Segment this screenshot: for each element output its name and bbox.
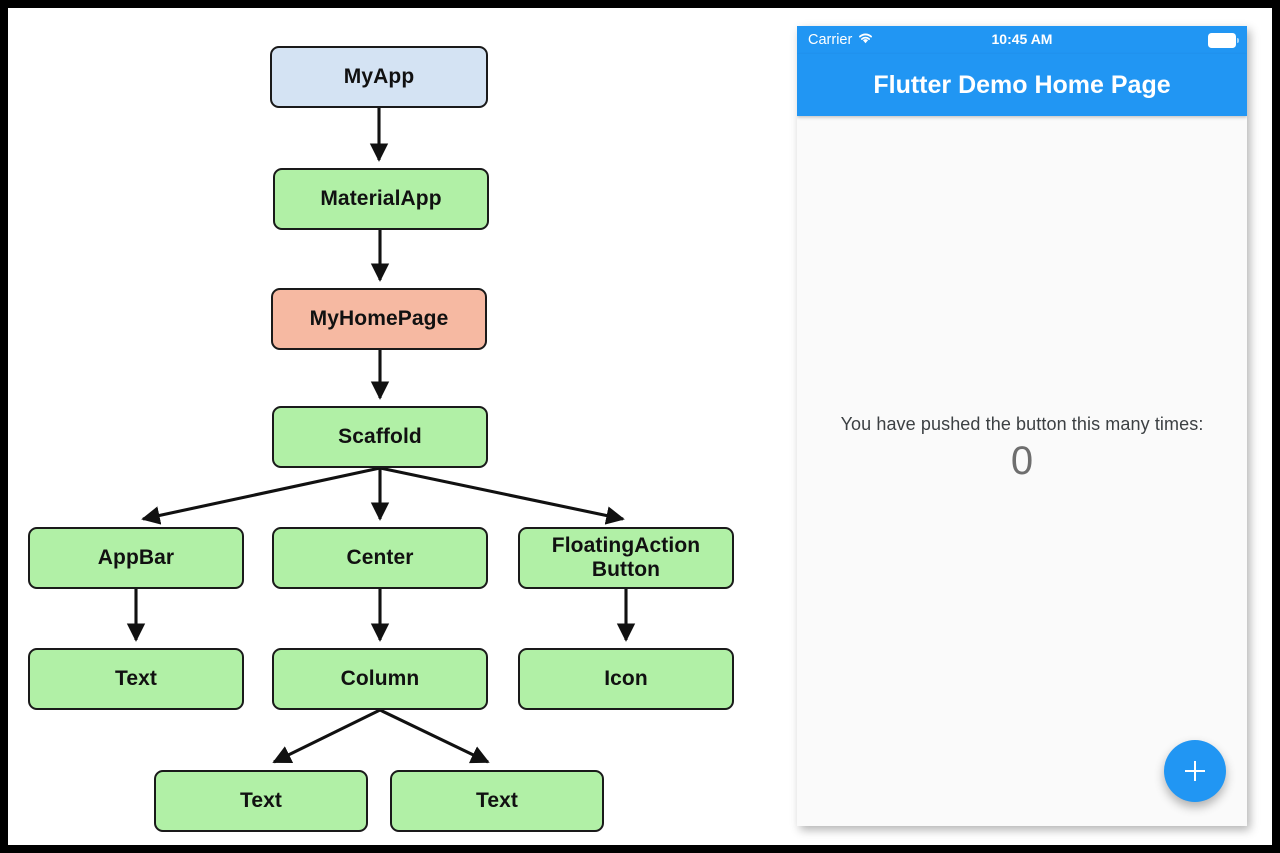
node-myhomepage[interactable]: MyHomePage [271,288,487,350]
page-canvas: MyApp MaterialApp MyHomePage Scaffold Ap… [8,8,1272,845]
battery-full-icon [1208,33,1239,48]
node-floatingactionbutton[interactable]: FloatingAction Button [518,527,734,589]
pushed-label: You have pushed the button this many tim… [840,414,1204,434]
app-bar: Flutter Demo Home Page [797,54,1247,116]
status-bar: Carrier 10:45 AM [797,26,1247,54]
node-materialapp[interactable]: MaterialApp [273,168,489,230]
node-text-left[interactable]: Text [154,770,368,832]
node-column[interactable]: Column [272,648,488,710]
node-scaffold[interactable]: Scaffold [272,406,488,468]
widget-tree-diagram: MyApp MaterialApp MyHomePage Scaffold Ap… [8,8,788,845]
wifi-icon [857,31,874,48]
floating-action-button[interactable] [1164,740,1226,802]
node-center[interactable]: Center [272,527,488,589]
node-appbar[interactable]: AppBar [28,527,244,589]
phone-body: You have pushed the button this many tim… [797,116,1247,826]
node-icon[interactable]: Icon [518,648,734,710]
status-bar-right [1208,33,1239,48]
counter-value: 0 [1010,439,1034,483]
phone-mockup: Carrier 10:45 AM Flutter Demo Home Pag [797,26,1247,826]
counter-block: You have pushed the button this many tim… [797,414,1247,481]
status-bar-time: 10:45 AM [991,31,1053,47]
node-text-appbar[interactable]: Text [28,648,244,710]
node-text-right[interactable]: Text [390,770,604,832]
status-bar-left: Carrier [808,31,874,48]
plus-icon [1183,759,1207,783]
app-bar-title: Flutter Demo Home Page [873,70,1171,99]
node-myapp[interactable]: MyApp [270,46,488,108]
carrier-label: Carrier [808,31,853,48]
